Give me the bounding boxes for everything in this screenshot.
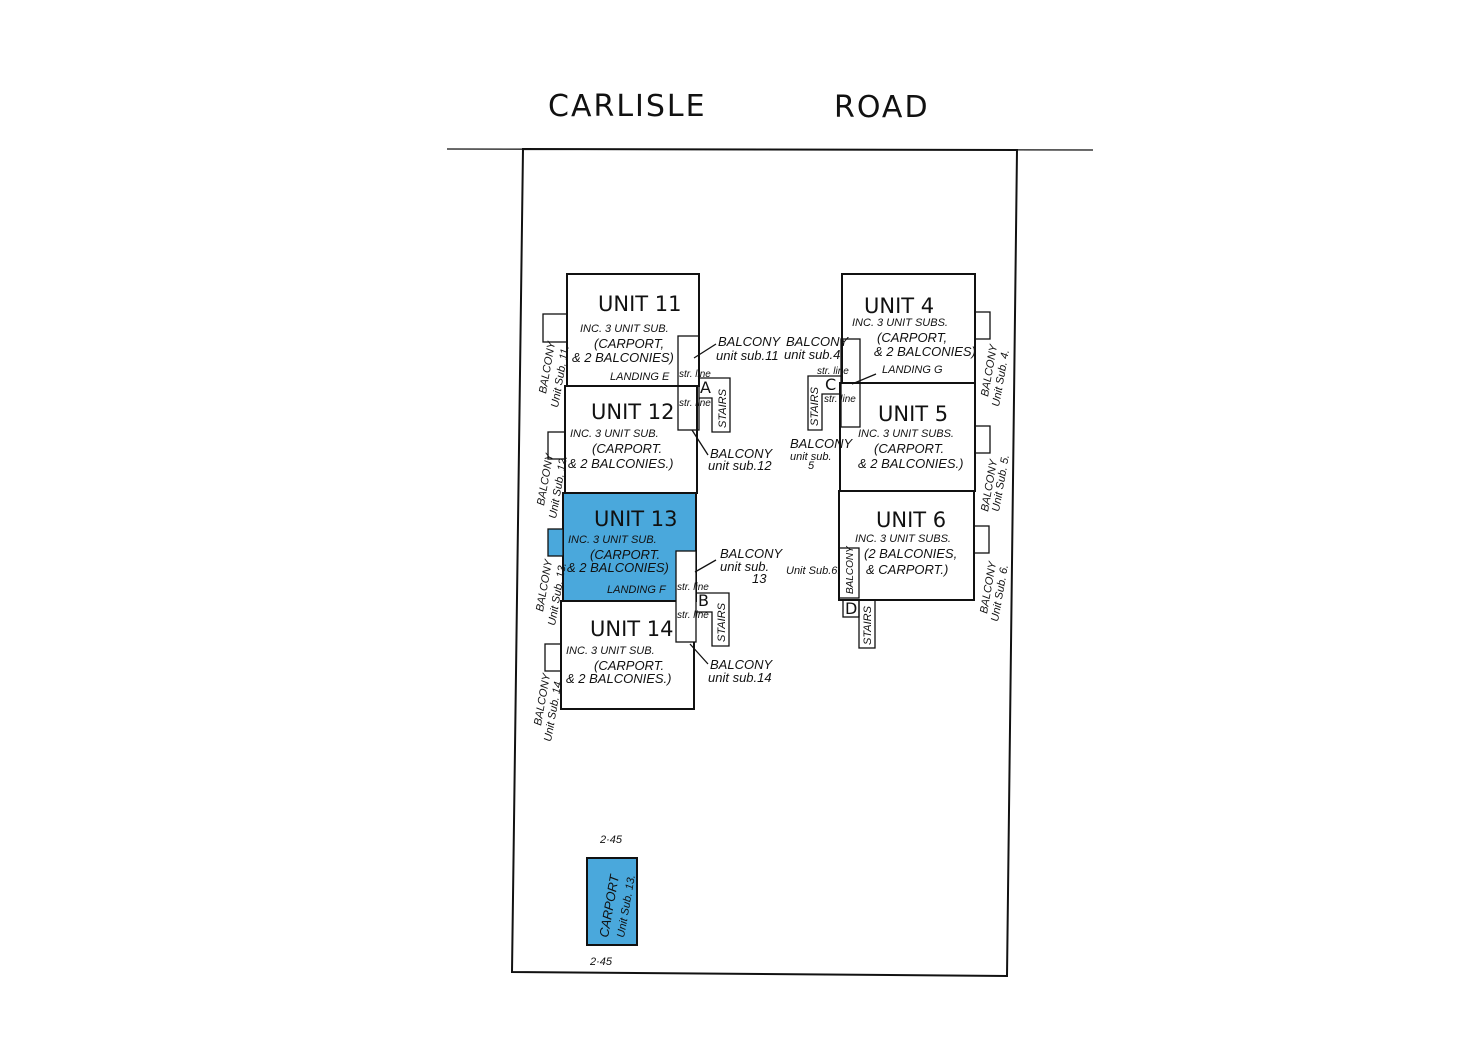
stairs-b-label: STAIRS (716, 602, 728, 642)
balcony-14-label: BALCONY (710, 657, 773, 672)
str-line-label: str. line (677, 582, 709, 593)
unit-12-desc: INC. 3 UNIT SUB. (570, 428, 659, 440)
balcony-6-label: Unit Sub.6. (786, 565, 840, 577)
balcony-4-sub: unit sub.4 (784, 347, 840, 362)
str-line-label: str. line (679, 398, 711, 409)
unit-5: UNIT 5 INC. 3 UNIT SUBS. (CARPORT. & 2 B… (839, 382, 1012, 513)
unit-4-title: UNIT 4 (864, 294, 934, 318)
stairs-a-marker: A (700, 378, 711, 397)
unit-13-highlight (562, 492, 697, 602)
balcony-13-sub: unit sub. (720, 559, 769, 574)
unit-13-title: UNIT 13 (594, 507, 678, 531)
stairs-c-label: STAIRS (809, 386, 821, 426)
unit-11-desc2: (CARPORT, (594, 336, 664, 351)
stairs-c-marker: C (825, 375, 836, 394)
stairs-b-marker: B (698, 591, 709, 610)
stairs-d-label: STAIRS (862, 605, 874, 645)
unit-5-desc: INC. 3 UNIT SUBS. (858, 428, 954, 440)
stairs-d-marker: D (845, 599, 857, 618)
unit-5-desc2: (CARPORT. (874, 441, 944, 456)
str-line-label: str. line (824, 394, 856, 405)
str-line-label: str. line (677, 610, 709, 621)
unit-11-desc3: & 2 BALCONIES) (572, 350, 674, 365)
unit-11-desc: INC. 3 UNIT SUB. (580, 323, 669, 335)
unit-13-desc3: & 2 BALCONIES) (567, 560, 669, 575)
balcony-5-sub: unit sub. (790, 451, 832, 463)
balcony-12-sub: unit sub.12 (708, 458, 772, 473)
unit-6: UNIT 6 INC. 3 UNIT SUBS. (2 BALCONIES, &… (838, 490, 1011, 623)
landing-f-label: LANDING F (607, 584, 667, 596)
unit-5-desc3: & 2 BALCONIES.) (858, 456, 963, 471)
unit-4: UNIT 4 INC. 3 UNIT SUBS. (CARPORT, & 2 B… (841, 273, 1012, 408)
road-name-road: ROAD (834, 90, 930, 125)
lot-boundary (510, 147, 1019, 978)
unit-6-desc: INC. 3 UNIT SUBS. (855, 533, 951, 545)
stairs-d: BALCONY Unit Sub.6. D STAIRS (786, 545, 876, 649)
balcony-13-num: 13 (752, 571, 767, 586)
unit-4-desc: INC. 3 UNIT SUBS. (852, 317, 948, 329)
stairs-a: A STAIRS str. line str. line BALCONY uni… (677, 334, 781, 473)
unit-4-desc3: & 2 BALCONIES) (874, 344, 976, 359)
unit-11: UNIT 11 INC. 3 UNIT SUB. (CARPORT, & 2 B… (537, 273, 700, 409)
unit-14-desc3: & 2 BALCONIES.) (566, 671, 671, 686)
unit-5-title: UNIT 5 (878, 402, 948, 426)
balcony-14-sub: unit sub.14 (708, 670, 772, 685)
unit-12-title: UNIT 12 (591, 400, 675, 424)
unit-13-desc: INC. 3 UNIT SUB. (568, 534, 657, 546)
balcony-12-label: BALCONY (710, 446, 773, 461)
unit-6-desc2: (2 BALCONIES, (864, 546, 957, 561)
road-name-carlisle: CARLISLE (548, 89, 707, 124)
stairs-c: C STAIRS str. line str. line BALCONY uni… (784, 334, 877, 472)
unit-11-title: UNIT 11 (598, 292, 682, 316)
balcony-13-label: BALCONY (720, 546, 783, 561)
balcony-11-sub: unit sub.11 (716, 348, 779, 363)
unit-14-desc: INC. 3 UNIT SUB. (566, 645, 655, 657)
unit-6-title: UNIT 6 (876, 508, 946, 532)
balcony-11-label: BALCONY (718, 334, 781, 349)
landing-e-label: LANDING E (610, 371, 670, 383)
unit-13-desc2: (CARPORT. (590, 547, 660, 562)
carport-highlight (586, 857, 638, 946)
unit-6-desc3: & CARPORT.) (866, 562, 948, 577)
unit-14-title: UNIT 14 (590, 617, 674, 641)
balcony-6-strip-label: BALCONY (845, 545, 856, 594)
balcony-5-num: 5 (808, 460, 815, 472)
str-line-label: str. line (817, 366, 849, 377)
landing-g-label: LANDING G (882, 364, 943, 376)
carport-unit-sub-13: CARPORT Unit Sub. 13. 2·45 2·45 (586, 834, 638, 968)
carport-dimension-top: 2·45 (599, 834, 623, 846)
str-line-label: str. line (679, 369, 711, 380)
unit-12-desc2: (CARPORT. (592, 441, 662, 456)
balcony-5-label: BALCONY (790, 436, 853, 451)
stairs-a-label: STAIRS (717, 388, 729, 428)
stairs-b: B STAIRS str. line str. line BALCONY uni… (675, 546, 783, 685)
unit-14-desc2: (CARPORT. (594, 658, 664, 673)
balcony-4-label: BALCONY (786, 334, 849, 349)
carport-dimension-bottom: 2·45 (589, 956, 613, 968)
unit-12-desc3: & 2 BALCONIES.) (568, 456, 673, 471)
unit-12: UNIT 12 INC. 3 UNIT SUB. (CARPORT. & 2 B… (535, 385, 698, 520)
unit-4-desc2: (CARPORT, (877, 330, 947, 345)
